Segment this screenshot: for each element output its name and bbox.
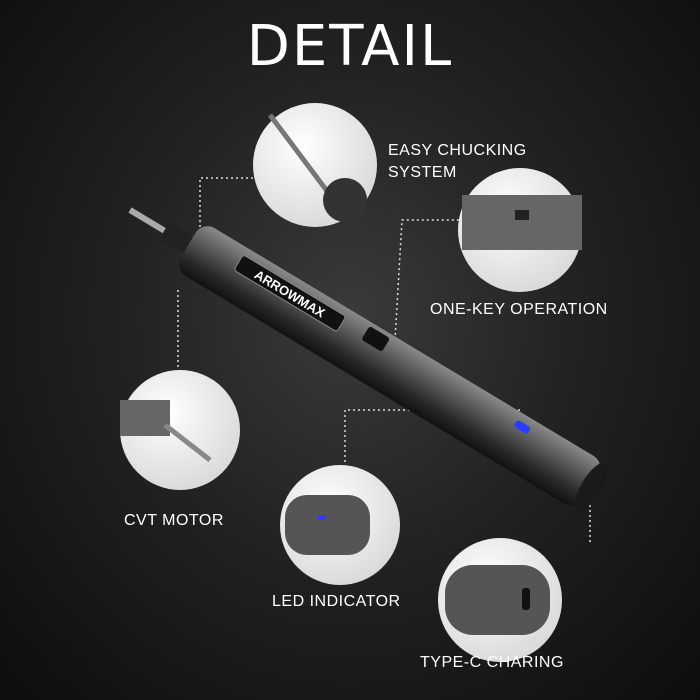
chuck-detail-collet (323, 178, 367, 222)
motor-detail-body (120, 400, 170, 436)
screwdriver-pen: ARROWMAX (128, 207, 608, 512)
button-detail-body (462, 195, 582, 250)
chuck (160, 223, 192, 253)
feature-label-motor: CVT MOTOR (124, 512, 224, 529)
label-line: EASY CHUCKING (388, 142, 527, 159)
drill-bit (128, 207, 171, 236)
detail-circles (120, 103, 582, 662)
end-cap (574, 462, 608, 512)
brand-plate (234, 255, 346, 332)
led-detail-body (285, 495, 370, 555)
button-detail-key (515, 210, 529, 220)
led-indicator (514, 420, 531, 434)
label-line: SYSTEM (388, 164, 457, 181)
feature-label-typec: TYPE-C CHARING (420, 654, 564, 671)
typec-detail-body (445, 565, 550, 635)
chuck-detail-bit (268, 113, 332, 197)
power-button (362, 327, 389, 351)
page-title: DETAIL (246, 14, 454, 79)
feature-label-chucking: EASY CHUCKING SYSTEM (388, 140, 527, 184)
led-detail-light (318, 515, 326, 520)
feature-label-led: LED INDICATOR (272, 593, 401, 610)
motor-detail-bit (163, 423, 212, 462)
feature-label-one-key: ONE-KEY OPERATION (430, 301, 608, 318)
typec-port (522, 588, 530, 610)
